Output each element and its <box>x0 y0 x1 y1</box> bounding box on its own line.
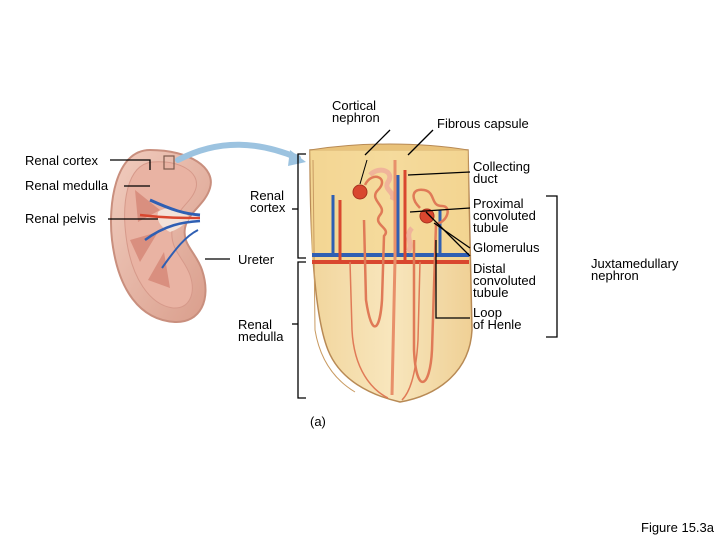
label-renal-medulla-enlarged: Renal medulla <box>238 317 284 344</box>
label-ureter: Ureter <box>238 252 275 267</box>
label-renal-pelvis: Renal pelvis <box>25 211 96 226</box>
label-collecting-duct: Collecting duct <box>473 159 531 186</box>
cortical-nephron-pointer <box>359 159 368 185</box>
label-renal-cortex-enlarged: Renal cortex <box>250 188 286 215</box>
label-loop-of-henle: Loop of Henle <box>473 305 522 332</box>
renal-tissue-enlargement <box>309 143 473 403</box>
label-juxtamedullary-nephron: Juxtamedullary nephron <box>591 256 679 283</box>
bracket-juxtamedullary <box>546 195 558 338</box>
leader-lines <box>108 129 471 325</box>
label-renal-cortex-kidney: Renal cortex <box>25 153 98 168</box>
label-fibrous-capsule: Fibrous capsule <box>437 116 529 131</box>
label-renal-medulla-kidney: Renal medulla <box>25 178 109 193</box>
label-glomerulus: Glomerulus <box>473 240 540 255</box>
bracket-renal-cortex <box>297 153 306 259</box>
figure-caption: Figure 15.3a <box>641 520 714 535</box>
label-distal-convoluted-tubule: Distal convoluted tubule <box>473 261 536 300</box>
label-proximal-convoluted-tubule: Proximal convoluted tubule <box>473 196 536 235</box>
kidney-illustration <box>109 141 306 324</box>
bracket-renal-medulla <box>297 261 306 399</box>
label-cortical-nephron: Cortical nephron <box>332 98 380 125</box>
panel-label: (a) <box>310 414 326 429</box>
brackets <box>297 153 558 399</box>
